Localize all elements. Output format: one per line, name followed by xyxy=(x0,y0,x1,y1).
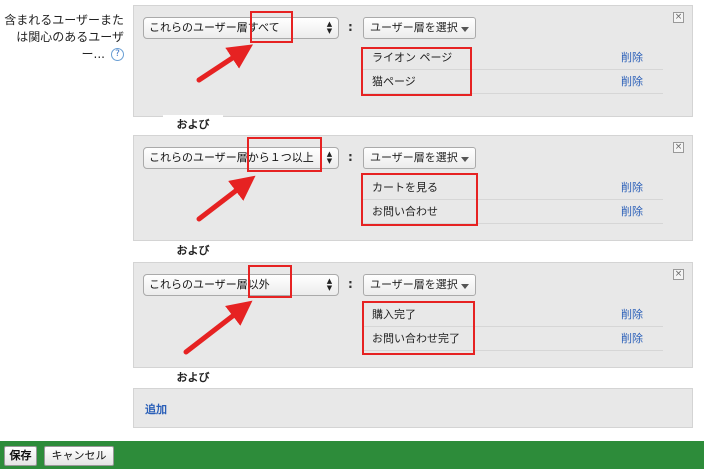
match-type-select-3[interactable]: これらのユーザー層以外 ▲▼ xyxy=(143,274,339,296)
add-condition-link[interactable]: 追加 xyxy=(145,403,167,416)
audience-label: 含まれるユーザーまたは関心のあるユーザー...? xyxy=(4,12,124,63)
segment-select-label: ユーザー層を選択 xyxy=(370,151,458,164)
colon-separator: : xyxy=(348,20,353,34)
delete-link[interactable]: 削除 xyxy=(621,308,643,321)
caret-down-icon xyxy=(461,27,469,32)
add-condition-panel: 追加 xyxy=(133,388,693,428)
highlight-segments-1 xyxy=(361,47,472,96)
help-icon[interactable]: ? xyxy=(111,48,124,61)
save-button[interactable]: 保存 xyxy=(4,446,37,466)
segment-select-3[interactable]: ユーザー層を選択 xyxy=(363,274,476,296)
segment-select-label: ユーザー層を選択 xyxy=(370,278,458,291)
list-item: お問い合わせ完了 削除 xyxy=(363,327,663,351)
match-type-select-2[interactable]: これらのユーザー層から１つ以上 ▲▼ xyxy=(143,147,339,169)
and-connector-3: および xyxy=(163,368,223,388)
caret-down-icon xyxy=(461,157,469,162)
delete-link[interactable]: 削除 xyxy=(621,332,643,345)
match-type-value: これらのユーザー層から１つ以上 xyxy=(149,151,314,164)
list-item: カートを見る 削除 xyxy=(363,176,663,200)
match-type-value: これらのユーザー層すべて xyxy=(149,21,280,34)
segment-list-3: 購入完了 削除 お問い合わせ完了 削除 xyxy=(363,303,663,351)
segment-select-label: ユーザー層を選択 xyxy=(370,21,458,34)
delete-link[interactable]: 削除 xyxy=(621,75,643,88)
list-item: ライオン ページ 削除 xyxy=(363,46,663,70)
highlight-match-type-2 xyxy=(247,137,322,172)
colon-separator: : xyxy=(348,150,353,164)
segment-list-1: ライオン ページ 削除 猫ページ 削除 xyxy=(363,46,663,94)
segment-name: ライオン ページ xyxy=(372,51,453,64)
highlight-match-type-1 xyxy=(250,11,293,43)
and-connector-2: および xyxy=(163,241,223,261)
list-item: 購入完了 削除 xyxy=(363,303,663,327)
select-arrows-icon: ▲▼ xyxy=(326,150,333,165)
segment-name: カートを見る xyxy=(372,181,438,194)
segment-name: 猫ページ xyxy=(372,75,416,88)
list-item: 猫ページ 削除 xyxy=(363,70,663,94)
caret-down-icon xyxy=(461,284,469,289)
condition-group-1: これらのユーザー層すべて ▲▼ : ユーザー層を選択 × ライオン ページ 削除… xyxy=(133,5,693,117)
footer-bar: 保存 キャンセル xyxy=(0,441,704,469)
segment-name: 購入完了 xyxy=(372,308,416,321)
cancel-button[interactable]: キャンセル xyxy=(44,446,114,466)
delete-link[interactable]: 削除 xyxy=(621,51,643,64)
list-item: お問い合わせ 削除 xyxy=(363,200,663,224)
and-connector-1: および xyxy=(163,115,223,135)
match-type-select-1[interactable]: これらのユーザー層すべて ▲▼ xyxy=(143,17,339,39)
close-icon[interactable]: × xyxy=(673,142,684,153)
select-arrows-icon: ▲▼ xyxy=(326,277,333,292)
match-type-value: これらのユーザー層以外 xyxy=(149,278,270,291)
close-icon[interactable]: × xyxy=(673,269,684,280)
colon-separator: : xyxy=(348,277,353,291)
delete-link[interactable]: 削除 xyxy=(621,181,643,194)
audience-label-text: 含まれるユーザーまたは関心のあるユーザー... xyxy=(4,13,124,61)
segment-select-1[interactable]: ユーザー層を選択 xyxy=(363,17,476,39)
highlight-segments-2 xyxy=(361,173,478,226)
close-icon[interactable]: × xyxy=(673,12,684,23)
segment-name: お問い合わせ xyxy=(372,205,438,218)
highlight-match-type-3 xyxy=(248,265,292,298)
highlight-segments-3 xyxy=(362,301,475,355)
delete-link[interactable]: 削除 xyxy=(621,205,643,218)
segment-list-2: カートを見る 削除 お問い合わせ 削除 xyxy=(363,176,663,224)
segment-name: お問い合わせ完了 xyxy=(372,332,460,345)
segment-select-2[interactable]: ユーザー層を選択 xyxy=(363,147,476,169)
select-arrows-icon: ▲▼ xyxy=(326,20,333,35)
